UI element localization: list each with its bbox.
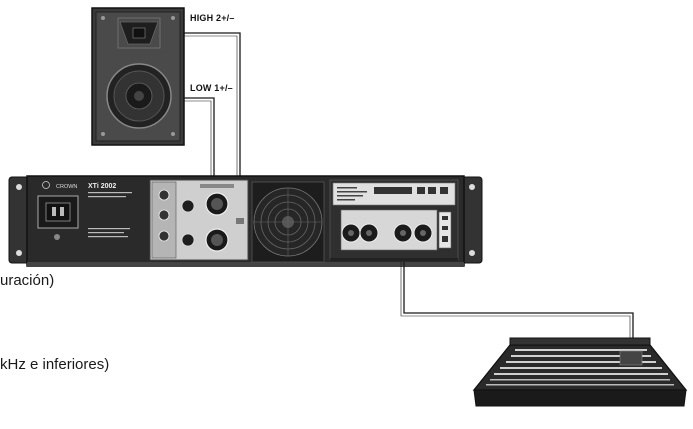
high-cable-label: HIGH 2+/–: [190, 13, 235, 23]
xlr-connectors: [341, 223, 433, 243]
speaker-output-panel: [149, 179, 249, 261]
speakon-high: [205, 192, 229, 216]
mixer-console: [472, 337, 688, 407]
speaker-horn: [117, 17, 161, 49]
low-cable-label: LOW 1+/–: [190, 83, 233, 93]
power-section: [37, 181, 132, 240]
amplifier: [8, 175, 483, 267]
high-cable: [184, 32, 241, 200]
mixer-faders: [486, 379, 674, 386]
amp-brand-text: CROWN: [56, 184, 77, 190]
caption-config: uración): [0, 272, 55, 289]
caption-frequency: kHz e inferiores): [0, 356, 110, 373]
speaker-woofer: [106, 63, 172, 129]
speaker-cables: [184, 32, 241, 200]
signal-cable: [400, 262, 634, 338]
low-cable: [184, 97, 215, 190]
fan-grille: [251, 181, 325, 263]
amp-model-text: XTi 2002: [88, 183, 116, 190]
input-panel: [329, 179, 459, 261]
speaker-cabinet: [91, 7, 185, 146]
speakon-low: [205, 228, 229, 252]
mixer-knobs: [494, 349, 668, 375]
